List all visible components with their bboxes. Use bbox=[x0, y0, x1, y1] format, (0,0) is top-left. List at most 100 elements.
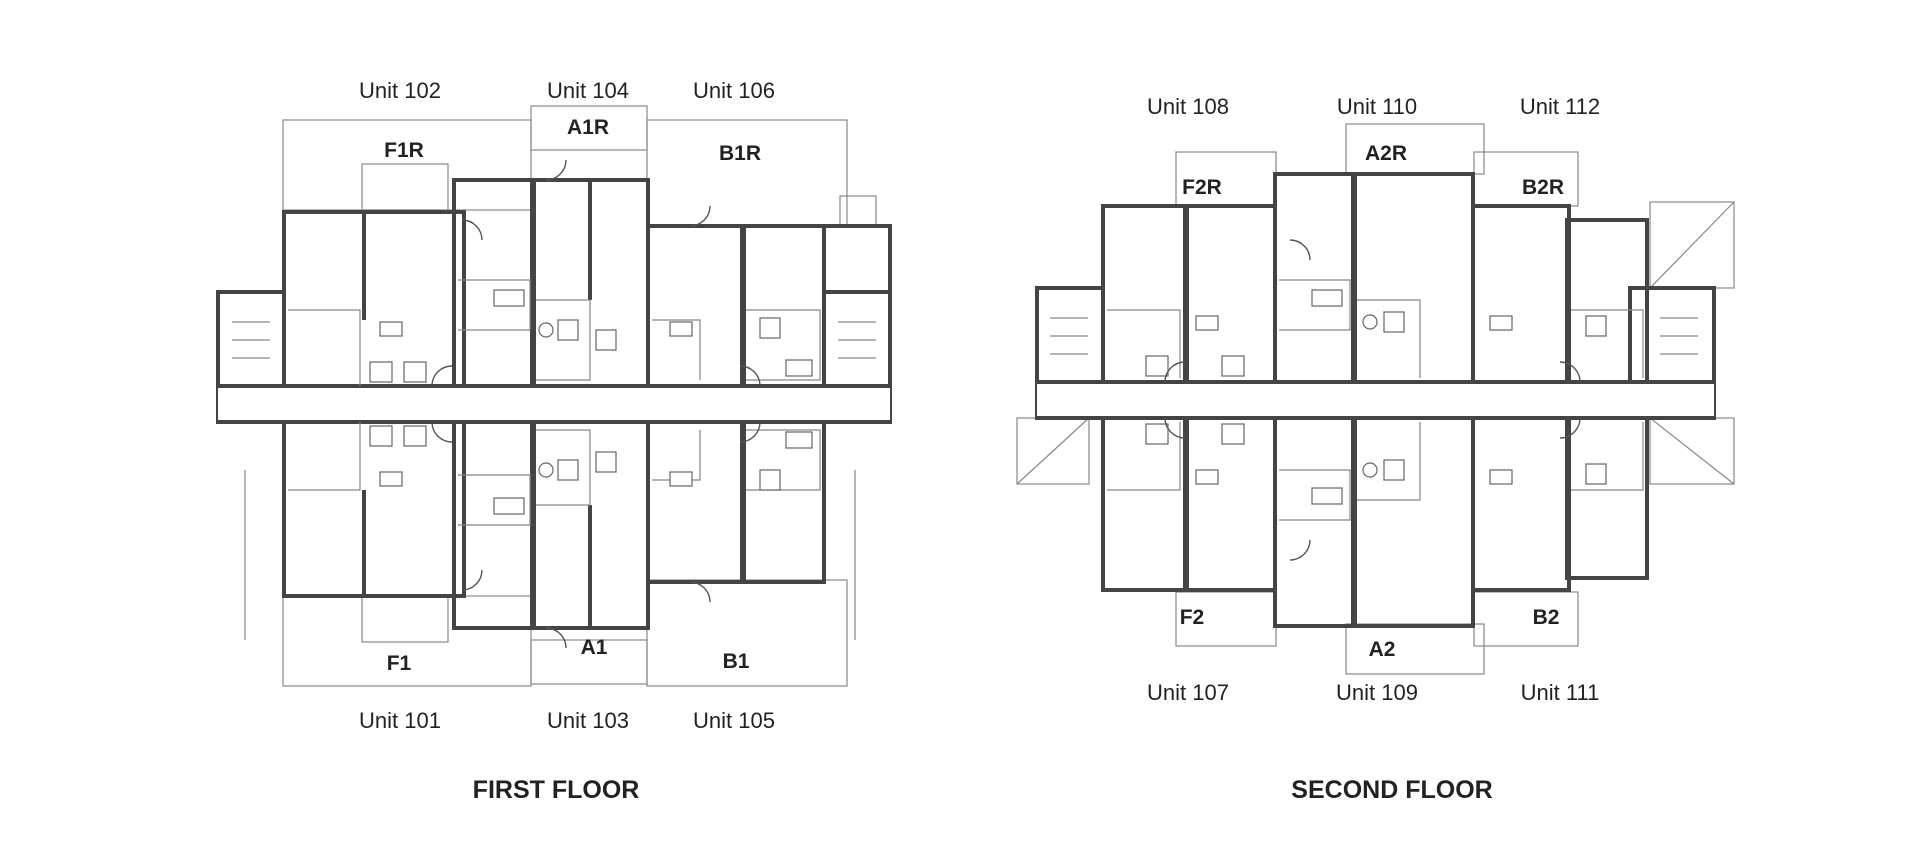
plan-code-label: A2 bbox=[1369, 638, 1396, 661]
unit-label: Unit 102 bbox=[359, 78, 441, 103]
f2r-bath bbox=[1107, 309, 1181, 378]
a2-bedroom bbox=[1273, 416, 1357, 628]
a2-closet bbox=[1279, 469, 1351, 521]
f1r-porch bbox=[361, 163, 449, 211]
range-icon bbox=[1195, 315, 1219, 331]
plan-code-label: F2R bbox=[1182, 176, 1222, 199]
b1-bath-2 bbox=[746, 429, 821, 491]
stove-icon bbox=[403, 425, 427, 447]
roof-northeast bbox=[1649, 201, 1735, 289]
door-swing-icon bbox=[739, 421, 761, 443]
stove-icon bbox=[403, 361, 427, 383]
sink-icon bbox=[369, 425, 393, 447]
door-swing-icon bbox=[1559, 417, 1581, 439]
b1-bath bbox=[652, 430, 701, 481]
b2-bedroom bbox=[1565, 416, 1649, 580]
b1r-bath bbox=[652, 319, 701, 380]
second-floor-title: SECOND FLOOR bbox=[1291, 776, 1492, 804]
door-swing-icon bbox=[1164, 417, 1186, 439]
f2r-bedroom bbox=[1101, 204, 1189, 384]
shower-icon bbox=[557, 459, 579, 481]
door-swing-icon bbox=[545, 627, 567, 649]
door-swing-icon bbox=[545, 159, 567, 181]
a2-bath bbox=[1357, 422, 1421, 501]
shower-icon bbox=[557, 319, 579, 341]
plan-code-label: A1 bbox=[581, 636, 608, 659]
sink-icon bbox=[1145, 423, 1169, 445]
door-swing-icon bbox=[431, 365, 453, 387]
a2r-living bbox=[1351, 172, 1475, 384]
f1r-bath bbox=[288, 309, 361, 386]
shower-icon bbox=[1585, 315, 1607, 337]
stove-icon bbox=[1221, 355, 1245, 377]
unit-label: Unit 101 bbox=[359, 708, 441, 733]
washer-icon bbox=[595, 451, 617, 473]
plan-code-label: A1R bbox=[567, 116, 609, 139]
tub-icon bbox=[785, 431, 813, 449]
shower-icon bbox=[1383, 459, 1405, 481]
unit-label: Unit 106 bbox=[693, 78, 775, 103]
range-icon bbox=[379, 321, 403, 337]
f1-closet bbox=[458, 474, 531, 526]
unit-label: Unit 103 bbox=[547, 708, 629, 733]
unit-label: Unit 107 bbox=[1147, 680, 1229, 705]
b2r-living bbox=[1471, 204, 1571, 384]
plan-code-label: B1 bbox=[723, 650, 750, 673]
roof-southwest bbox=[1016, 417, 1090, 485]
first-floor-title: FIRST FLOOR bbox=[473, 776, 640, 804]
unit-label: Unit 104 bbox=[547, 78, 629, 103]
range-icon bbox=[1195, 469, 1219, 485]
door-swing-icon bbox=[1289, 239, 1311, 261]
sink-icon bbox=[1145, 355, 1169, 377]
range-icon bbox=[379, 471, 403, 487]
unit-label: Unit 105 bbox=[693, 708, 775, 733]
range-icon bbox=[669, 471, 693, 487]
b1r-living bbox=[646, 224, 746, 388]
plan-code-label: B2R bbox=[1522, 176, 1564, 199]
b2-balcony bbox=[1473, 591, 1579, 647]
unit-label: Unit 112 bbox=[1520, 94, 1600, 119]
f1-porch bbox=[361, 595, 449, 643]
plan-code-label: B1R bbox=[719, 142, 761, 165]
shower-icon bbox=[1383, 311, 1405, 333]
unit-label: Unit 109 bbox=[1336, 680, 1418, 705]
f2-bedroom bbox=[1101, 416, 1189, 592]
door-swing-icon bbox=[689, 581, 711, 603]
a2-balcony bbox=[1345, 623, 1485, 675]
tub-icon bbox=[1311, 487, 1343, 505]
a1-bath bbox=[536, 429, 591, 506]
roof-ridge bbox=[1649, 417, 1735, 485]
door-swing-icon bbox=[1164, 361, 1186, 383]
toilet-icon bbox=[1362, 462, 1378, 478]
b2-bath bbox=[1571, 422, 1644, 491]
f1-bath bbox=[288, 422, 361, 491]
roof-southeast bbox=[1649, 417, 1735, 485]
tub-icon bbox=[785, 359, 813, 377]
unit-label: Unit 108 bbox=[1147, 94, 1229, 119]
first-floor-plan bbox=[216, 105, 892, 687]
second-floor-labels: Unit 108 Unit 110 Unit 112 F2R A2R B2R F… bbox=[1147, 94, 1600, 804]
door-swing-icon bbox=[689, 205, 711, 227]
unit-102-patio bbox=[282, 119, 532, 211]
unit-label: Unit 110 bbox=[1337, 94, 1417, 119]
sink-icon bbox=[369, 361, 393, 383]
range-icon bbox=[1489, 469, 1513, 485]
plan-code-label: F1 bbox=[387, 652, 412, 675]
tub-icon bbox=[1311, 289, 1343, 307]
f1r-living bbox=[282, 210, 466, 388]
plan-code-label: F1R bbox=[384, 139, 424, 162]
range-icon bbox=[669, 321, 693, 337]
door-swing-icon bbox=[461, 569, 483, 591]
tub-icon bbox=[493, 289, 525, 307]
door-swing-icon bbox=[739, 365, 761, 387]
shower-icon bbox=[759, 469, 781, 491]
door-swing-icon bbox=[431, 421, 453, 443]
roof-ridge bbox=[1016, 417, 1090, 485]
plan-code-label: A2R bbox=[1365, 142, 1407, 165]
a2r-bedroom bbox=[1273, 172, 1357, 384]
washer-icon bbox=[595, 329, 617, 351]
door-swing-icon bbox=[1289, 539, 1311, 561]
b1r-bath-2 bbox=[746, 309, 821, 381]
unit-106-patio bbox=[646, 119, 848, 227]
